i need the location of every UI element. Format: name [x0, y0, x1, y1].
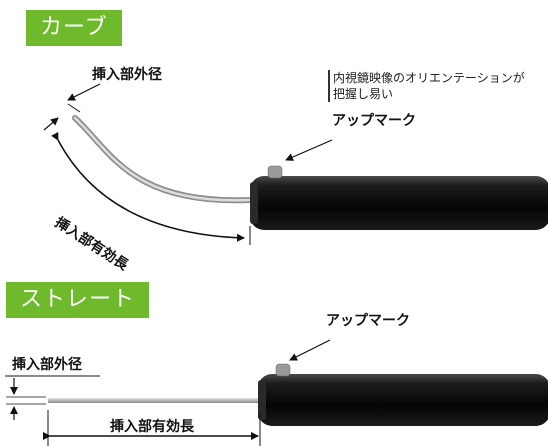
straight-up-mark-leader: [289, 339, 331, 361]
straight-title: ストレート: [20, 287, 136, 312]
straight-up-mark-knob: [275, 363, 291, 377]
orientation-note: 内視鏡映像のオリエンテーションが 把握し易い: [328, 70, 525, 102]
curve-length-arc: [51, 131, 245, 242]
curve-outer-diameter-label: 挿入部外径: [92, 67, 162, 83]
straight-title-tag: ストレート: [6, 282, 150, 318]
curve-up-mark-label: アップマーク: [332, 113, 416, 129]
straight-up-mark-label: アップマーク: [326, 313, 410, 329]
straight-handle: [258, 374, 548, 426]
orientation-note-line2: 把握し易い: [333, 87, 394, 101]
curve-diameter-leader: [67, 83, 101, 101]
orientation-note-line1: 内視鏡映像のオリエンテーションが: [333, 71, 525, 85]
curve-up-mark-leader: [285, 139, 333, 161]
curve-title: カーブ: [40, 15, 108, 40]
curve-endoscope: [43, 83, 548, 245]
straight-effective-length-label: 挿入部有効長: [110, 419, 194, 435]
straight-shaft: [48, 398, 260, 403]
curve-handle: [250, 176, 548, 230]
curve-shaft: [72, 115, 253, 204]
straight-endoscope: [5, 339, 548, 446]
curve-up-mark-knob: [267, 165, 283, 179]
straight-outer-diameter-label: 挿入部外径: [12, 357, 82, 373]
curve-title-tag: カーブ: [26, 10, 122, 46]
